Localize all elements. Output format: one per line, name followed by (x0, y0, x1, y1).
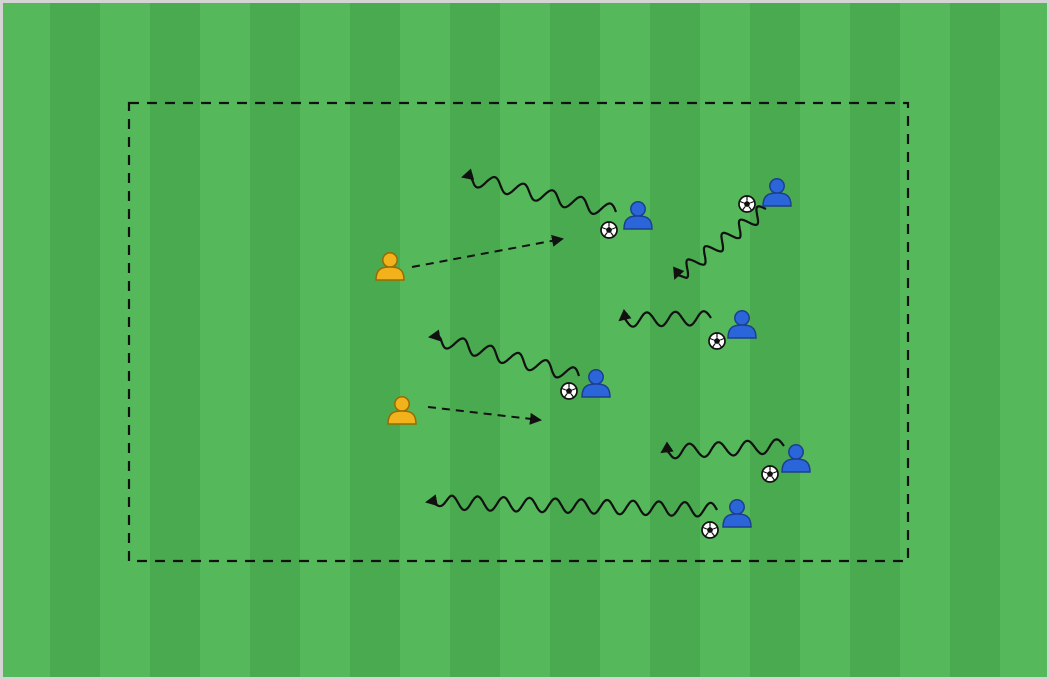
pitch-stripe (0, 0, 50, 680)
dribble-path (673, 205, 767, 280)
movement-lines (411, 168, 785, 518)
pitch-stripe (800, 0, 850, 680)
pitch-stripe (250, 0, 300, 680)
pitch-stripe (1000, 0, 1050, 680)
pitch-stripe (850, 0, 900, 680)
pitch-stripe (600, 0, 650, 680)
soccer-ball-icon (738, 195, 756, 213)
pitch-stripe (150, 0, 200, 680)
pitch-stripe (200, 0, 250, 680)
soccer-ball-icon (701, 521, 719, 539)
training-area-boundary (127, 101, 910, 563)
run-arrow (427, 406, 542, 425)
soccer-ball-icon (600, 221, 618, 239)
pitch-stripe (100, 0, 150, 680)
run-arrow (411, 234, 564, 268)
pitch-stripe (350, 0, 400, 680)
pitch-stripe (750, 0, 800, 680)
soccer-ball-icon (708, 332, 726, 350)
dribble-path (425, 494, 718, 518)
pitch-stripe (50, 0, 100, 680)
pitch-stripe (300, 0, 350, 680)
dribble-path (618, 308, 712, 328)
pitch-stripe (950, 0, 1000, 680)
dribble-path (660, 438, 785, 460)
soccer-ball-icon (761, 465, 779, 483)
dribble-path (428, 329, 581, 379)
pitch-stripe (500, 0, 550, 680)
dribble-path (461, 168, 618, 215)
soccer-ball-icon (560, 382, 578, 400)
pitch-stripe (650, 0, 700, 680)
pitch-stripe (550, 0, 600, 680)
